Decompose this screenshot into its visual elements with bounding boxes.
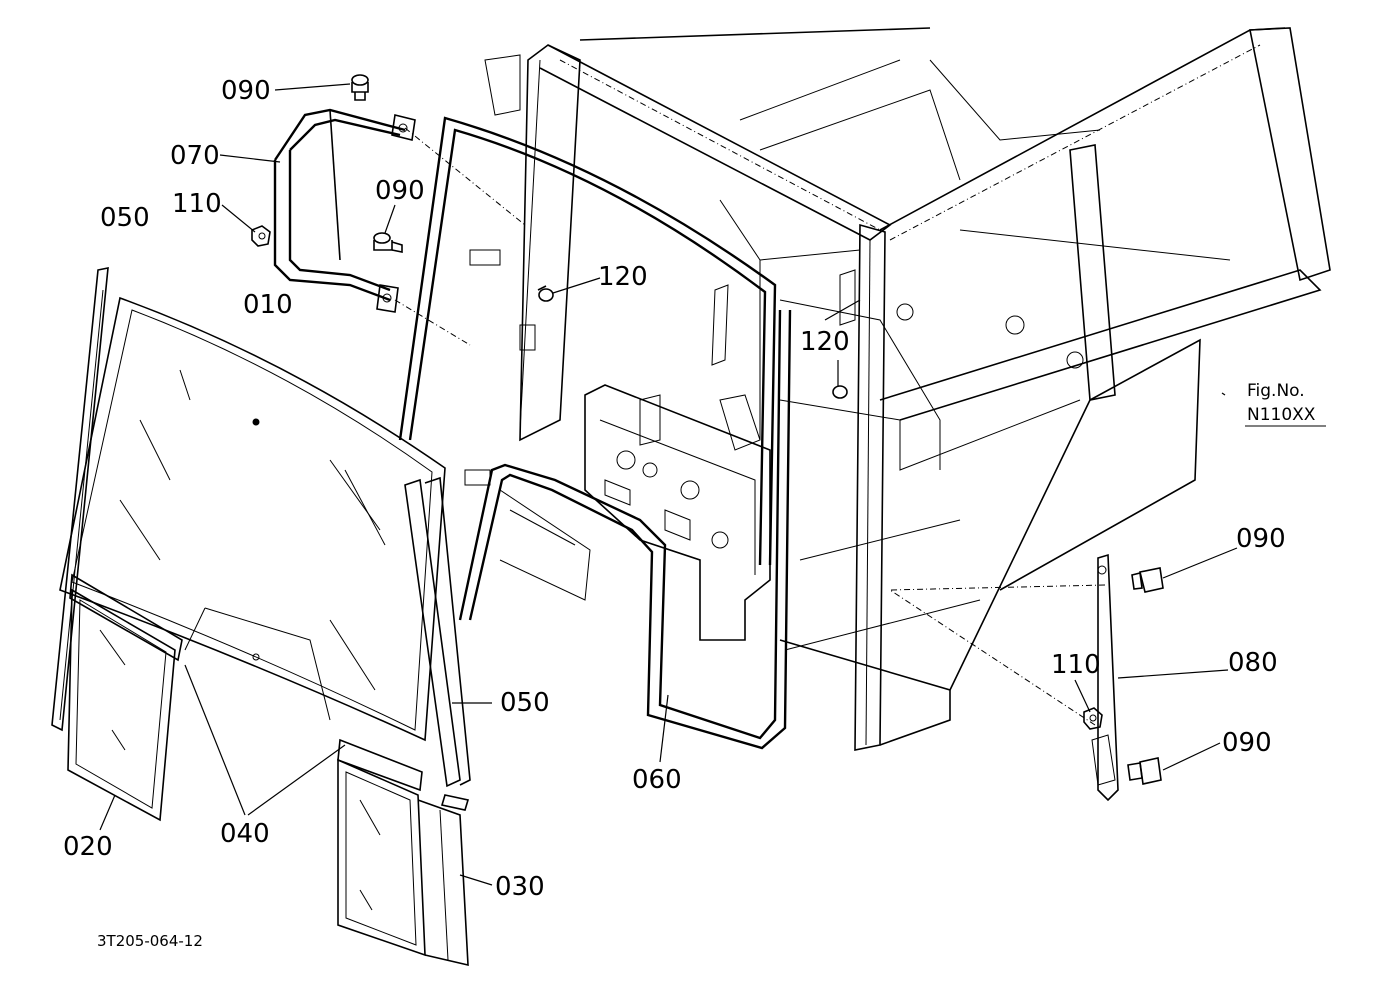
fig-no-value: N110XX	[1247, 405, 1316, 425]
part-010-windshield	[59, 296, 446, 742]
callout-110-right: 110	[1051, 650, 1101, 680]
callout-120-top: 120	[598, 262, 648, 292]
callout-120-mid: 120	[800, 327, 850, 357]
callout-010: 010	[243, 290, 293, 320]
callout-090-top: 090	[221, 76, 271, 106]
cab-frame	[464, 27, 1331, 751]
part-020-lower-left-glass	[67, 573, 183, 822]
bolt-090-mid	[373, 232, 403, 253]
part-050-left-strip	[51, 267, 109, 732]
callout-060: 060	[632, 765, 682, 795]
drawing-code: 3T205-064-12	[97, 932, 203, 950]
dashboard-panel	[584, 269, 856, 641]
leader-lines	[99, 83, 1238, 886]
callout-040: 040	[220, 819, 270, 849]
callout-080: 080	[1228, 648, 1278, 678]
callout-090-mid: 090	[375, 176, 425, 206]
part-050-mid-strip	[404, 476, 471, 788]
part-070-handle	[273, 108, 416, 313]
callout-110-left: 110	[172, 189, 222, 219]
callout-020: 020	[63, 832, 113, 862]
part-060-seal-upper	[398, 116, 777, 566]
fig-no-label: Fig.No.	[1247, 381, 1305, 401]
callout-050-left: 050	[100, 203, 150, 233]
callout-030: 030	[495, 872, 545, 902]
callout-050-mid: 050	[500, 688, 550, 718]
callout-labels: 090 070 110 090 050 010 120 120 090 110 …	[63, 76, 1286, 902]
callout-070: 070	[170, 141, 220, 171]
bolt-090-right-top	[1131, 567, 1164, 593]
callout-090-right-bottom: 090	[1222, 728, 1272, 758]
part-080-door-stay	[1091, 553, 1119, 802]
figure-number: Fig.No. N110XX	[1245, 381, 1326, 427]
part-060-seal-door	[458, 309, 792, 750]
part-030-lower-right-glass	[337, 738, 470, 967]
clip-120-top	[537, 285, 554, 302]
nut-110-left	[251, 225, 271, 247]
clip-120-mid	[832, 385, 848, 399]
fasteners	[251, 74, 1164, 785]
callout-090-right-top: 090	[1236, 524, 1286, 554]
bolt-090-right-bottom	[1127, 757, 1162, 785]
bolt-090-top	[351, 74, 369, 101]
nut-110-right	[1083, 707, 1103, 730]
